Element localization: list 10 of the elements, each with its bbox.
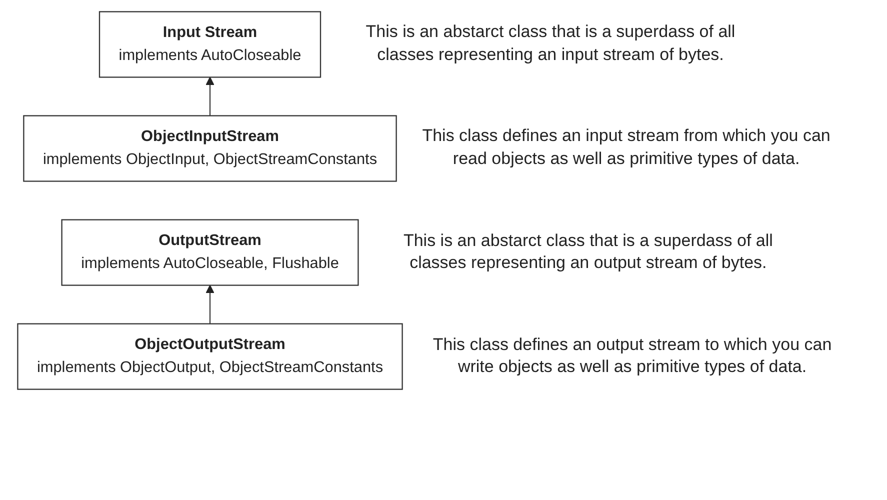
inheritance-arrow bbox=[206, 76, 214, 116]
class-description: This class defines an input stream from which you can read objects as well as primitive types of data. bbox=[421, 125, 832, 170]
class-description: This class defines an output stream to which you can write objects as well as primitive types of data. bbox=[432, 334, 833, 378]
class-description: This is an abstarct class that is a superdass of all classes representing an output stream of bytes. bbox=[402, 230, 774, 274]
class-description: This is an abstarct class that is a superdass of all classes representing an input stream of bytes. bbox=[364, 21, 736, 66]
class-box: ObjectInputStream implements ObjectInput, ObjectStreamConstants bbox=[23, 115, 397, 182]
inheritance-arrow bbox=[206, 284, 214, 324]
class-box: Input Stream implements AutoCloseable bbox=[98, 11, 322, 78]
class-box: ObjectOutputStream implements ObjectOutput, ObjectStreamConstants bbox=[17, 323, 403, 390]
class-box: OutputStream implements AutoCloseable, Flushable bbox=[61, 219, 359, 286]
